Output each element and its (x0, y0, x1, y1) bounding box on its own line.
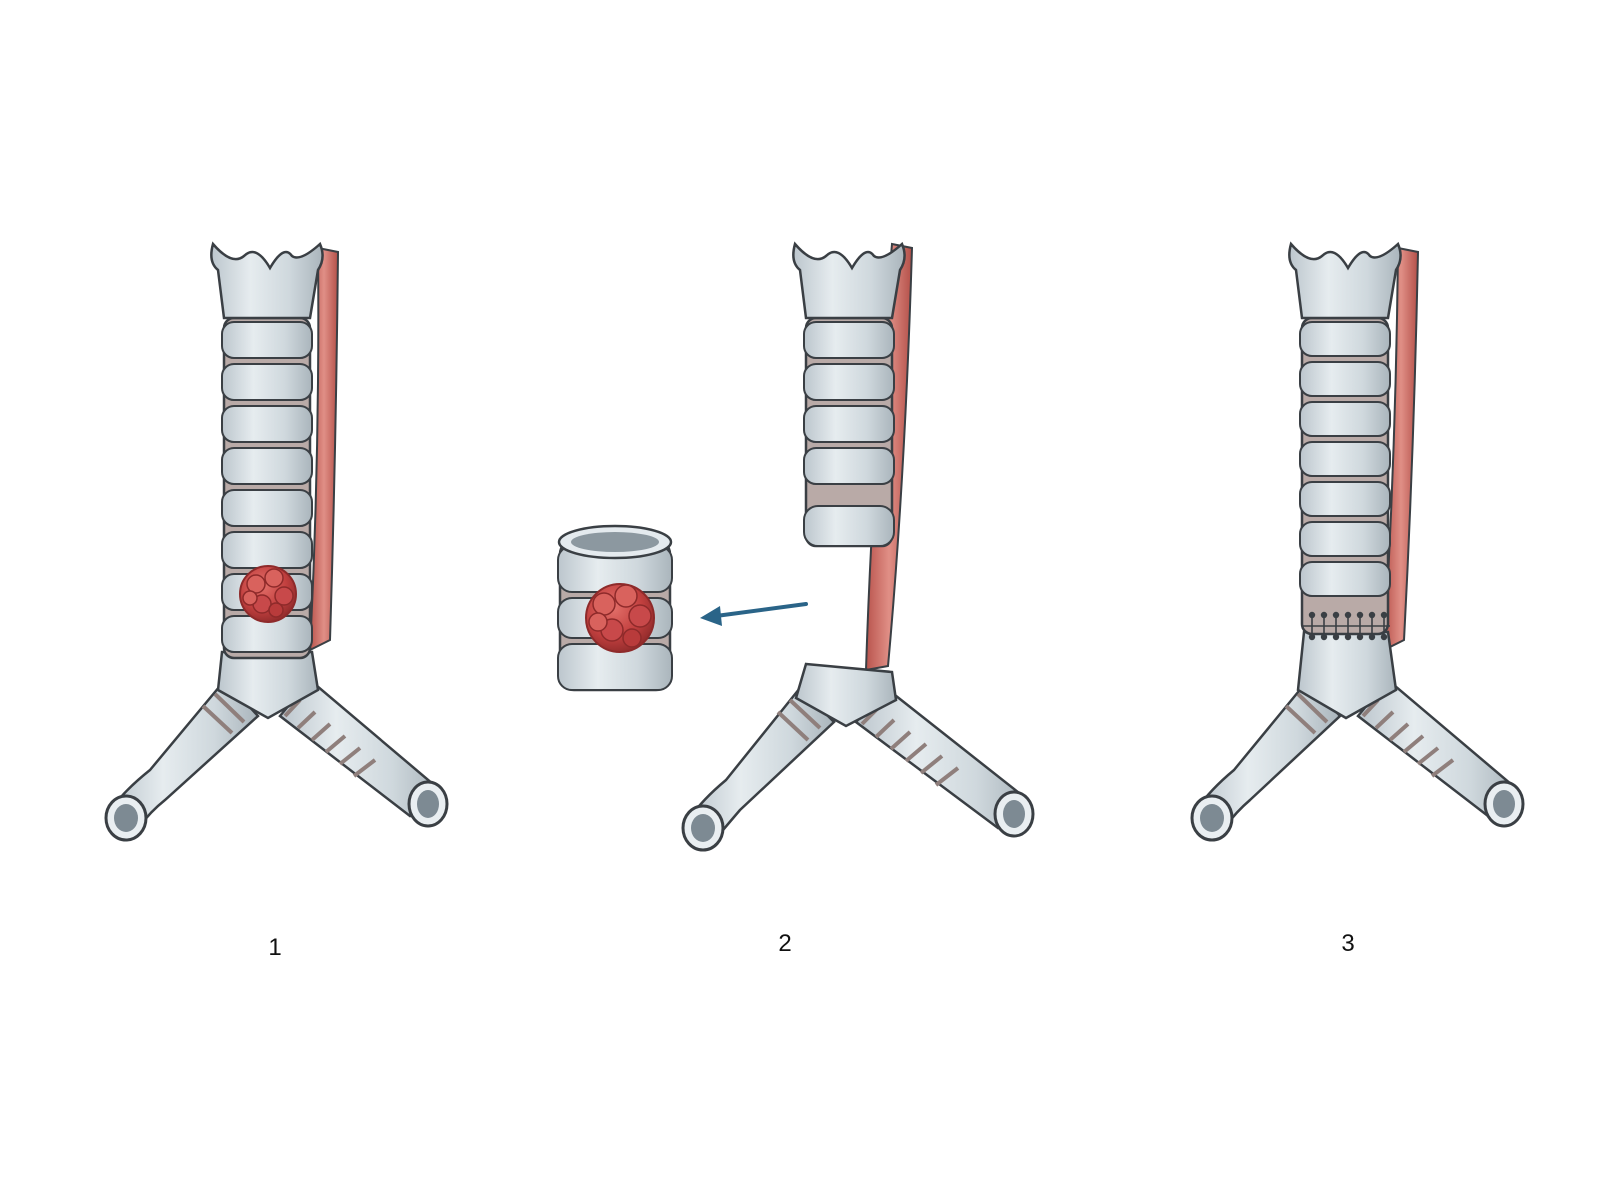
tumor (239, 565, 297, 623)
left-bronchus-rings (1284, 692, 1329, 735)
right-bronchus-lumen (1003, 800, 1025, 828)
esophagus-muscle (1382, 246, 1420, 652)
left-bronchus-lumen (1200, 804, 1224, 832)
left-bronchus-rings (776, 698, 822, 742)
left-bronchus-lumen (691, 814, 715, 842)
anastomosis-sutures (1302, 611, 1390, 641)
right-bronchus-lumen (1493, 790, 1515, 818)
upper-tracheal-rings (803, 321, 895, 547)
panel-1-intact-trachea-with-tumor (104, 241, 449, 842)
right-bronchus-lumen (417, 790, 439, 818)
panel-2-resection (557, 241, 1035, 852)
larynx-crown (210, 241, 324, 320)
left-bronchus-rings (201, 692, 246, 735)
carina-stump (794, 662, 898, 728)
left-bronchus-lumen (114, 804, 138, 832)
tumor (585, 583, 655, 653)
step-label-2: 2 (778, 930, 792, 957)
arrow-left-icon (700, 602, 808, 626)
step-label-3: 3 (1341, 930, 1355, 957)
esophagus-muscle (308, 246, 340, 652)
larynx-crown (792, 241, 906, 320)
right-bronchus-rings (860, 706, 960, 787)
tracheal-rings (221, 321, 313, 653)
tracheal-rings (1299, 321, 1391, 597)
panel-3-anastomosis (1190, 241, 1525, 842)
step-label-1: 1 (268, 934, 282, 961)
resected-segment (557, 524, 673, 692)
larynx-crown (1288, 241, 1402, 320)
